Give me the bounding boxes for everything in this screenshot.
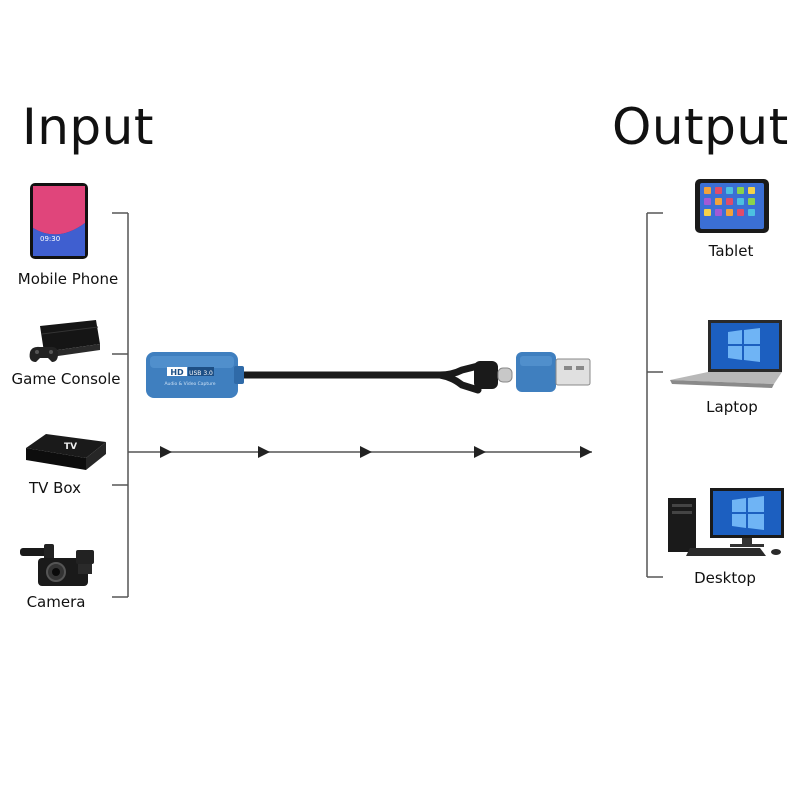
flow-arrow (258, 446, 270, 458)
output-label: Desktop (694, 569, 756, 587)
input-heading: Input (22, 98, 154, 156)
usb-a-tip (555, 358, 591, 386)
input-label: TV Box (28, 479, 82, 497)
usb-c-tip (497, 367, 513, 383)
flow-arrow (580, 446, 592, 458)
camera-icon (20, 544, 94, 586)
svg-text:TV: TV (64, 442, 77, 452)
device-subtitle-text: Audio & Video Capture (164, 381, 215, 387)
capture-device: HD USB 3.0 Audio & Video Capture (146, 352, 591, 398)
output-label: Tablet (708, 242, 754, 260)
flow-arrow (160, 446, 172, 458)
flow-arrow (360, 446, 372, 458)
game-console-icon (29, 320, 100, 362)
usb-version-text: USB 3.0 (189, 370, 213, 377)
input-label: Camera (26, 593, 86, 611)
desktop-icon (668, 488, 784, 556)
svg-text:09:30: 09:30 (40, 235, 60, 243)
output-heading: Output (612, 98, 789, 156)
laptop-icon (670, 320, 782, 388)
input-label: Mobile Phone (17, 270, 119, 288)
flow-arrow (474, 446, 486, 458)
hd-badge (167, 367, 187, 376)
input-label: Game Console (11, 370, 121, 388)
usb-c-plug-housing (474, 361, 498, 389)
hd-badge-text: HD (170, 368, 184, 377)
mobile-phone-icon: 09:30 (30, 183, 88, 259)
tv-box-icon: TV (26, 434, 106, 470)
output-label: Laptop (706, 398, 758, 416)
tablet-icon (695, 179, 769, 233)
